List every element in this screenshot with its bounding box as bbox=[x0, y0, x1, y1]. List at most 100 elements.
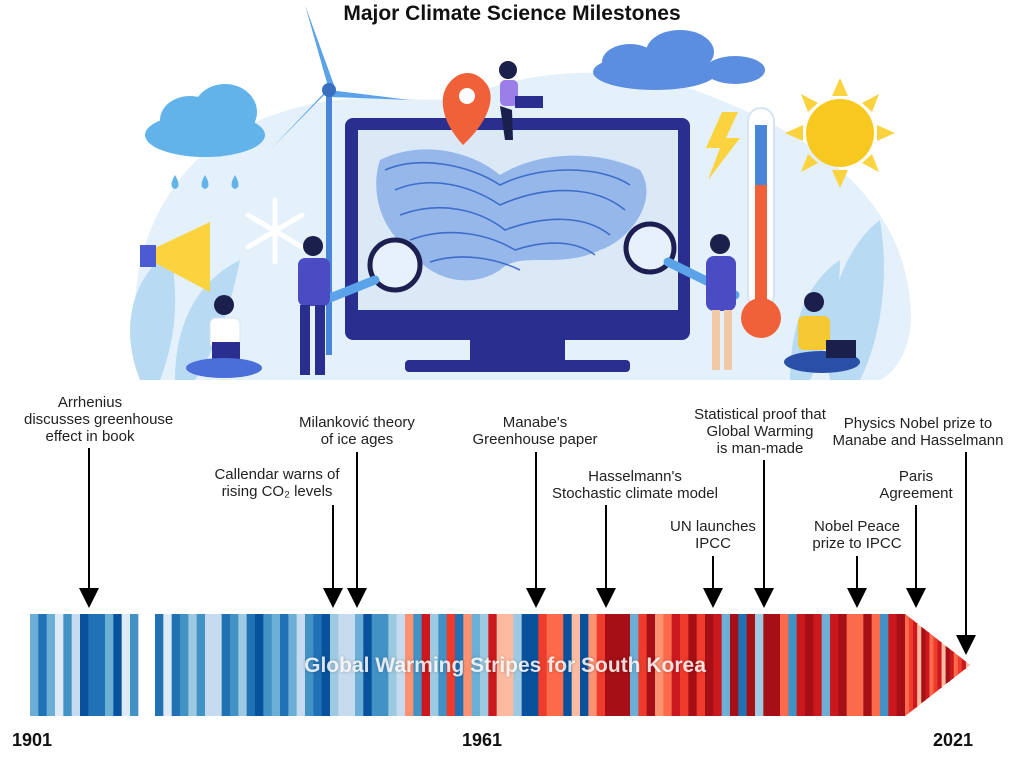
monitor-icon bbox=[345, 118, 690, 372]
warming-stripe bbox=[855, 614, 864, 716]
warming-stripe bbox=[563, 614, 573, 716]
warming-stripe bbox=[255, 614, 264, 716]
warming-stripe bbox=[288, 614, 298, 716]
warming-stripe bbox=[788, 614, 798, 716]
warming-stripe bbox=[796, 614, 806, 716]
warming-stripe bbox=[338, 614, 348, 716]
warming-stripe bbox=[71, 614, 81, 716]
warming-stripe bbox=[738, 614, 748, 716]
warming-stripe bbox=[663, 614, 673, 716]
lightning-icon bbox=[706, 112, 740, 180]
warming-stripe bbox=[355, 614, 364, 716]
warming-stripe bbox=[196, 614, 206, 716]
megaphone-icon bbox=[140, 222, 210, 292]
warming-stripe-tip bbox=[957, 655, 963, 675]
warming-stripe-tip bbox=[953, 652, 959, 678]
climate-illustration bbox=[130, 5, 911, 381]
warming-stripe bbox=[763, 614, 773, 716]
warming-stripe bbox=[171, 614, 181, 716]
warming-stripe bbox=[388, 614, 398, 716]
warming-stripe bbox=[105, 614, 114, 716]
wind-turbine-icon bbox=[270, 5, 410, 355]
warming-stripe bbox=[188, 614, 198, 716]
warming-stripe bbox=[638, 614, 648, 716]
warming-stripe bbox=[446, 614, 456, 716]
year-label-end: 2021 bbox=[933, 730, 974, 750]
year-label-start: 1901 bbox=[12, 730, 53, 750]
warming-stripe bbox=[863, 614, 873, 716]
warming-stripe bbox=[871, 614, 881, 716]
warming-stripe bbox=[580, 614, 589, 716]
warming-stripe bbox=[671, 614, 681, 716]
warming-stripe bbox=[555, 614, 564, 716]
person-right-sitting-icon bbox=[784, 292, 860, 373]
warming-stripe bbox=[538, 614, 548, 716]
warming-stripes bbox=[30, 614, 971, 716]
warming-stripe bbox=[38, 614, 48, 716]
warming-stripe bbox=[621, 614, 631, 716]
warming-stripe bbox=[205, 614, 214, 716]
milestone-arrows bbox=[79, 448, 976, 655]
warming-stripe bbox=[421, 614, 431, 716]
warming-stripe bbox=[180, 614, 189, 716]
warming-stripe bbox=[313, 614, 323, 716]
warming-stripe bbox=[713, 614, 723, 716]
warming-stripe bbox=[630, 614, 639, 716]
warming-stripe-tip bbox=[929, 633, 934, 697]
warming-stripe bbox=[655, 614, 664, 716]
warming-stripe bbox=[221, 614, 231, 716]
warming-stripe bbox=[346, 614, 356, 716]
person-right-standing-icon bbox=[706, 234, 736, 370]
warming-stripe-tip bbox=[925, 629, 930, 701]
warming-stripe bbox=[705, 614, 714, 716]
warming-stripe bbox=[430, 614, 439, 716]
warming-stripe bbox=[463, 614, 473, 716]
warming-stripe bbox=[263, 614, 273, 716]
warming-stripe bbox=[880, 614, 889, 716]
warming-stripe bbox=[846, 614, 856, 716]
warming-stripe bbox=[163, 614, 173, 716]
warming-stripe bbox=[380, 614, 389, 716]
warming-stripe bbox=[521, 614, 531, 716]
warming-stripe bbox=[830, 614, 839, 716]
warming-stripe bbox=[63, 614, 73, 716]
page-title: Major Climate Science Milestones bbox=[343, 2, 681, 25]
warming-stripe bbox=[146, 614, 156, 716]
warming-stripe-tip bbox=[965, 661, 971, 669]
magnifier-left-icon bbox=[320, 237, 423, 305]
warming-stripe bbox=[213, 614, 223, 716]
warming-stripe bbox=[438, 614, 448, 716]
warming-stripe bbox=[55, 614, 64, 716]
warming-stripe bbox=[121, 614, 131, 716]
warming-stripe bbox=[746, 614, 756, 716]
warming-stripe bbox=[138, 614, 148, 716]
warming-stripe bbox=[455, 614, 464, 716]
warming-stripe bbox=[755, 614, 764, 716]
plant-left bbox=[130, 250, 240, 380]
warming-stripe bbox=[771, 614, 781, 716]
warming-stripe bbox=[571, 614, 581, 716]
warming-stripe bbox=[896, 614, 906, 716]
warming-stripe-tip bbox=[961, 658, 967, 672]
warming-stripe bbox=[296, 614, 306, 716]
warming-stripe bbox=[721, 614, 731, 716]
warming-stripe bbox=[96, 614, 106, 716]
warming-stripe-tip bbox=[945, 645, 951, 685]
warming-stripe bbox=[113, 614, 123, 716]
warming-stripe bbox=[488, 614, 498, 716]
warming-stripe bbox=[305, 614, 314, 716]
warming-stripe-tip bbox=[941, 642, 947, 688]
warming-stripe bbox=[496, 614, 506, 716]
warming-stripe bbox=[646, 614, 656, 716]
warming-stripe bbox=[888, 614, 898, 716]
stripes-title: Global Warming Stripes for South Korea bbox=[304, 654, 706, 677]
sun-icon bbox=[785, 78, 895, 188]
